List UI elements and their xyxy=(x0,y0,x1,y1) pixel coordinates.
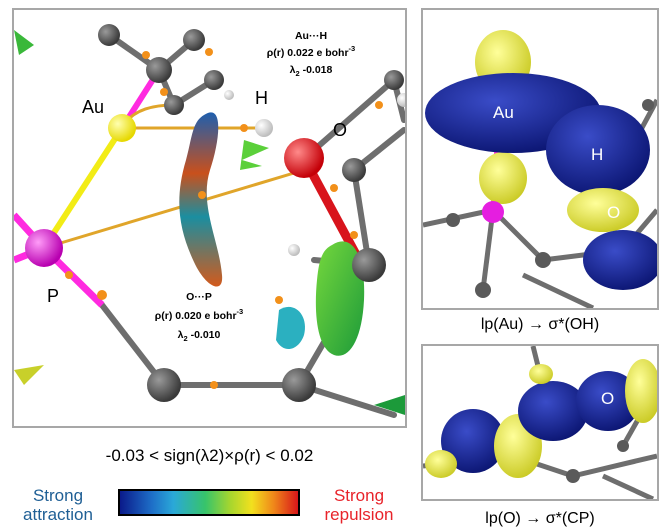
nci-isosurface-small xyxy=(276,306,305,350)
atom-label-o: O xyxy=(333,120,347,140)
orbital-lobe-yellow-right xyxy=(625,359,657,423)
annotation-o-p-lambda: λ2 -0.010 xyxy=(178,329,221,343)
nci-molecule-figure: Au H O P Au···H ρ(r) 0.022 e bohr-3 λ2 -… xyxy=(14,24,405,418)
nbo-orbital-figure-o-cp: P O xyxy=(423,346,657,499)
carbon-atoms xyxy=(98,24,404,402)
nci-isosurface-green xyxy=(315,241,365,356)
phosphorus-atom xyxy=(25,229,63,267)
orbital-lobe-blue-o xyxy=(576,371,640,431)
orbital-lobe-blue-left xyxy=(441,409,505,473)
caption-lp-o-sigma-cp: lp(O) → σ*(CP) xyxy=(485,510,595,527)
orbital-lobe-o-blue xyxy=(583,230,657,290)
nci-colorbar xyxy=(118,489,300,516)
atom-label-o-r2: O xyxy=(601,389,614,408)
orbital-lobe-blue-p xyxy=(518,381,588,441)
orbital-lobe-yellow-top xyxy=(529,364,553,384)
orbital-lobe-h-blue xyxy=(546,105,650,195)
nci-isosurface-edge xyxy=(14,365,44,385)
annotation-o-p-pair: O···P xyxy=(186,291,212,303)
nbo-panel-au-oh: Au H O xyxy=(421,8,659,310)
annotation-au-h: Au···H ρ(r) 0.022 e bohr-3 λ2 -0.018 xyxy=(267,30,355,78)
atom-label-au: Au xyxy=(82,97,104,117)
hydrogen-atoms xyxy=(224,90,405,256)
atom-label-p-r2: P xyxy=(497,405,508,424)
carbon-atoms-r2 xyxy=(566,440,629,483)
annotation-o-p-rho: ρ(r) 0.020 e bohr-3 xyxy=(155,307,243,322)
legend-strong-attraction: Strong attraction xyxy=(23,486,93,524)
orbital-lobe-au-yellow-bottom xyxy=(479,152,527,204)
atom-label-h-r1: H xyxy=(591,145,603,164)
annotation-au-h-rho: ρ(r) 0.022 e bohr-3 xyxy=(267,44,355,59)
atom-label-p: P xyxy=(47,286,59,306)
annotation-au-h-pair: Au···H xyxy=(295,30,327,42)
orbital-lobe-yellow-left xyxy=(425,450,457,478)
au-p-bond xyxy=(41,126,125,250)
atom-label-au-r1: Au xyxy=(493,103,514,122)
nci-range-caption: -0.03 < sign(λ2)×ρ(r) < 0.02 xyxy=(105,446,314,465)
nci-isosurface-topleft xyxy=(14,30,34,55)
orbital-lobe-o-yellow xyxy=(567,188,639,232)
atom-label-h: H xyxy=(255,88,268,108)
atom-label-o-r1: O xyxy=(607,203,620,222)
critical-points xyxy=(65,48,383,389)
oxygen-atom xyxy=(284,138,324,178)
nbo-panel-o-cp: P O xyxy=(421,344,659,501)
phosphorus-atom-r1 xyxy=(482,201,504,223)
annotation-au-h-lambda: λ2 -0.018 xyxy=(290,64,333,78)
legend-strong-repulsion: Strong repulsion xyxy=(324,486,394,524)
gold-atom xyxy=(108,114,136,142)
carbon-atoms-r1 xyxy=(446,99,654,298)
nbo-orbital-figure-au-oh: Au H O xyxy=(423,30,657,308)
nci-isosurface-spike xyxy=(240,140,269,170)
nci-plot-panel: Au H O P Au···H ρ(r) 0.022 e bohr-3 λ2 -… xyxy=(12,8,407,428)
caption-lp-au-sigma-oh: lp(Au) → σ*(OH) xyxy=(480,316,600,333)
annotation-o-p: O···P ρ(r) 0.020 e bohr-3 λ2 -0.010 xyxy=(155,291,243,343)
nci-isosurface-corner xyxy=(374,395,405,415)
nci-isosurface-main xyxy=(179,112,223,287)
